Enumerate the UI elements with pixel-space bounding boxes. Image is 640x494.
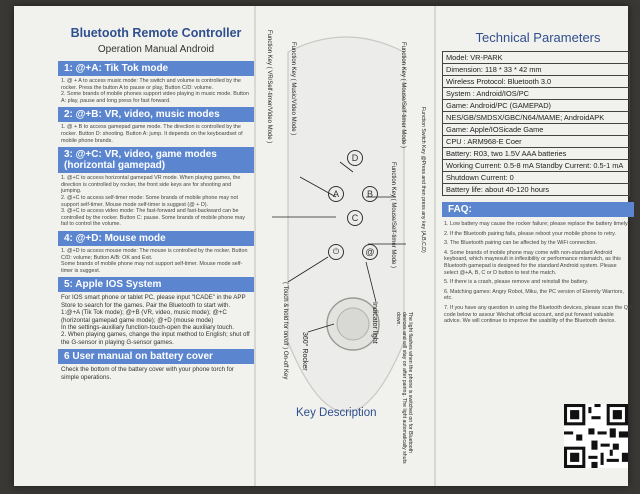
section-text: For IOS smart phone or tablet PC, please… [61,294,250,346]
function-switch-icon: @ [362,244,378,260]
faq-item: 2. If the Bluetooth pairing fails, pleas… [444,230,616,237]
faq-item: 4. Some brands of mobile phone may come … [444,249,621,276]
faq-item: 1. Low battery may cause the rocker fail… [444,221,629,227]
label-light-note: The light flashes when the phone is swit… [395,312,413,464]
params-table: Model: VR-PARK Dimension: 118 * 33 * 42 … [442,51,630,196]
tech-params-title: Technical Parameters [475,30,601,45]
section-header: 4: @+D: Mouse mode [58,230,254,246]
faq-header: FAQ: [442,202,634,217]
button-b: B [362,186,378,202]
qr-code [564,404,628,468]
section-text: 1. @+D to access mouse mode: The mouse i… [61,247,248,274]
key-description-title: Key Description [296,407,377,419]
rocker-cap [336,307,370,341]
table-row: Game: Apple/IOSicade Game [442,123,630,136]
label-music-key: Function Key ( Music/Video Mode ) [290,42,296,136]
faq-item: 6. Matching games: Angry Robot, Miku, th… [444,288,624,302]
faq-item: 7. If you have any question in using the… [444,304,632,325]
manual-subtitle: Operation Manual Android [97,44,215,55]
table-row: Model: VR-PARK [442,51,630,64]
table-row: Working Current: 0.5-8 mA Standby Curren… [442,159,630,172]
fold-line [434,6,436,486]
manual-sheet: Bluetooth Remote Controller Operation Ma… [14,6,634,486]
controller-diagram [272,36,406,413]
section-text: 1. @+C to access horizontal gamepad VR m… [61,175,245,228]
table-row: Game: Android/PC (GAMEPAD) [442,99,630,112]
table-row: Battery life: about 40-120 hours [442,183,630,196]
section-header: 5: Apple IOS System [58,277,254,293]
section-header: 2: @+B: VR, video, music modes [58,107,254,123]
label-indicator: Indicator light [371,302,378,344]
table-row: Dimension: 118 * 33 * 42 mm [442,63,630,76]
table-row: CPU : ARM968-E Coer [442,135,630,148]
power-icon: ⏻ [328,244,344,260]
section-text: Check the bottom of the battery cover wi… [61,366,234,381]
table-row: Battery: R03, two 1.5V AAA batteries [442,147,630,160]
button-d: D [347,150,363,166]
table-row: Wireless Protocol: Bluetooth 3.0 [442,75,630,88]
label-mouse-key-2: Function Key ( Mouse/Self-timer Mode ) [390,162,396,269]
label-vr-key: Function Key ( VR/Self-timer/Video Mode … [266,30,272,144]
operation-panel: Bluetooth Remote Controller Operation Ma… [58,12,254,480]
section-header: 1: @+A: Tik Tok mode [58,61,254,76]
faq-item: 3. The Bluetooth pairing can be affected… [444,240,597,247]
button-a: A [328,186,344,202]
section-text: 1. @ + A to access music mode: The switc… [61,78,249,104]
table-row: NES/GB/SMDSX/GBC/N64/MAME; AndroidAPK [442,111,630,124]
section-text: 1. @ + B to access gamepad game mode. Th… [61,124,243,144]
manual-title: Bluetooth Remote Controller [70,26,242,40]
label-on-off: ( Touch & hold for on/off ) On-off Key [282,282,288,380]
faq-item: 5. If there is a crash, please remove an… [444,279,589,286]
label-function-switch: Function Switch Key @Press and then pres… [420,107,426,253]
table-row: Shutdown Current: 0 [442,171,630,184]
table-row: System : Android/IOS/PC [442,87,630,100]
section-header: 6 User manual on battery cover [58,349,254,365]
button-c: C [347,210,363,226]
fold-line [254,6,256,486]
key-diagram-panel: D A B C ⏻ @ Function Key ( VR/Self-timer… [258,12,434,480]
section-header: 3: @+C: VR, video, game modes (horizonta… [58,147,254,174]
label-rocker: 360° Rocker [301,332,308,371]
tech-params-panel: Technical Parameters Model: VR-PARK Dime… [438,12,638,480]
label-mouse-key: Function Key ( Mouse/Self-timer Mode ) [400,42,406,149]
